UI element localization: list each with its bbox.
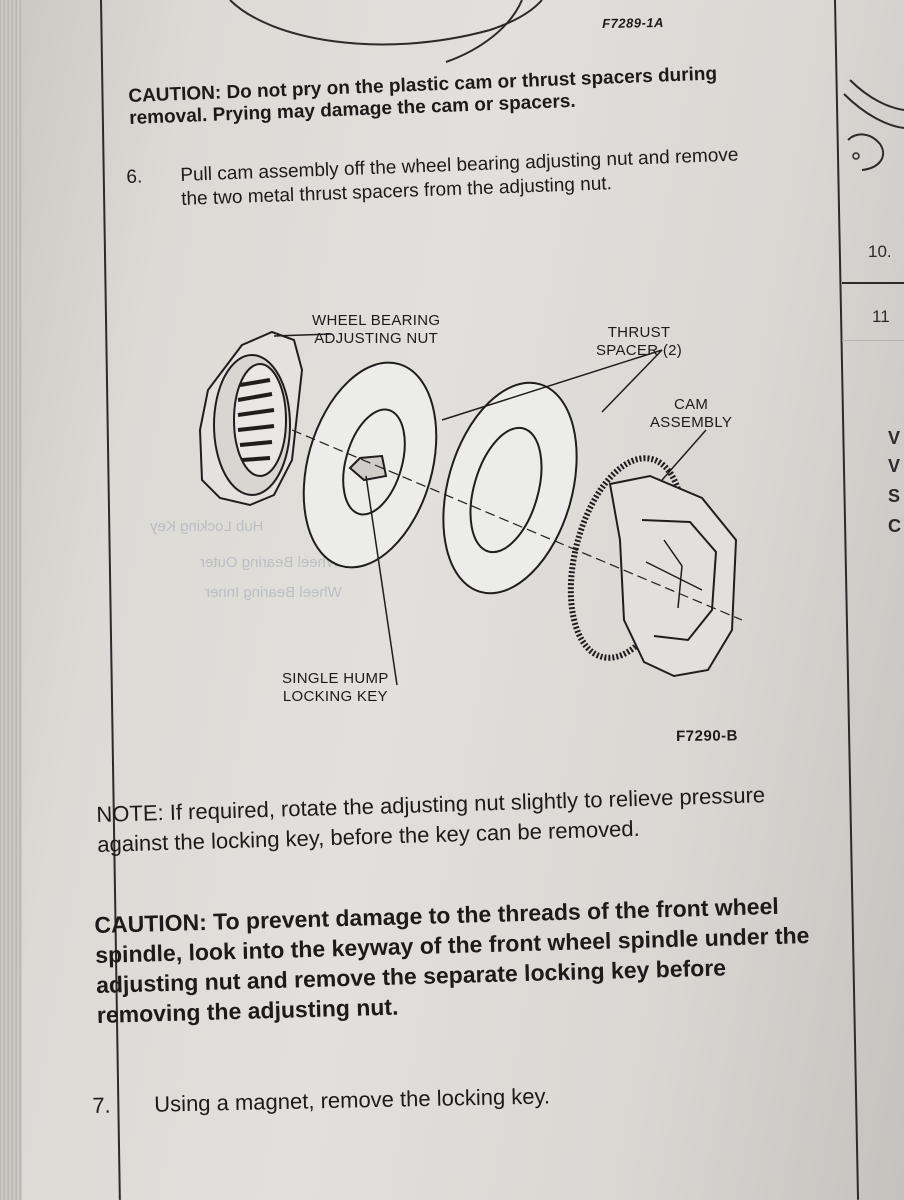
label-thrust-spacer: THRUST SPACER (2) <box>596 324 683 359</box>
label-single-hump-locking-key: SINGLE HUMP LOCKING KEY <box>282 670 389 705</box>
main-column: F7289-1A CAUTION: Do not pry on the plas… <box>92 0 832 1200</box>
step-7-number: 7. <box>92 1092 111 1118</box>
page-stack-edge <box>0 0 22 1200</box>
step-6-text: Pull cam assembly off the wheel bearing … <box>180 144 739 210</box>
thrust-spacer-2-drawing <box>442 381 578 595</box>
caution-prying: CAUTION: Do not pry on the plastic cam o… <box>128 63 718 129</box>
step-7-text: Using a magnet, remove the locking key. <box>154 1083 551 1117</box>
label-cam-assembly: CAM ASSEMBLY <box>650 396 733 431</box>
figure-id-top: F7289-1A <box>602 14 665 31</box>
right-step-11: 11 <box>872 307 890 326</box>
right-figure-fragment <box>843 79 904 171</box>
right-column-rule <box>842 282 904 284</box>
adjusting-nut-drawing <box>198 330 304 507</box>
exploded-hub-diagram: WHEEL BEARING ADJUSTING NUT THRUST SPACE… <box>142 290 762 750</box>
step-6-number: 6. <box>126 166 143 188</box>
label-wheel-bearing-adjusting-nut: WHEEL BEARING ADJUSTING NUT <box>312 312 441 347</box>
exploded-view-drawing <box>198 330 743 686</box>
caution-spindle-threads: CAUTION: To prevent damage to the thread… <box>94 892 810 1028</box>
step-6: 6. Pull cam assembly off the wheel beari… <box>126 143 767 214</box>
right-step-10: 10. <box>868 242 892 261</box>
figure-id-bottom: F7290-B <box>676 727 739 745</box>
cam-assembly-drawing <box>567 455 738 678</box>
right-column-rule <box>842 340 904 341</box>
top-figure-fragment <box>229 0 543 63</box>
thrust-spacer-1-drawing <box>302 361 438 569</box>
note-rotate-nut: NOTE: If required, rotate the adjusting … <box>96 782 766 857</box>
step-7: 7. Using a magnet, remove the locking ke… <box>92 1077 792 1120</box>
